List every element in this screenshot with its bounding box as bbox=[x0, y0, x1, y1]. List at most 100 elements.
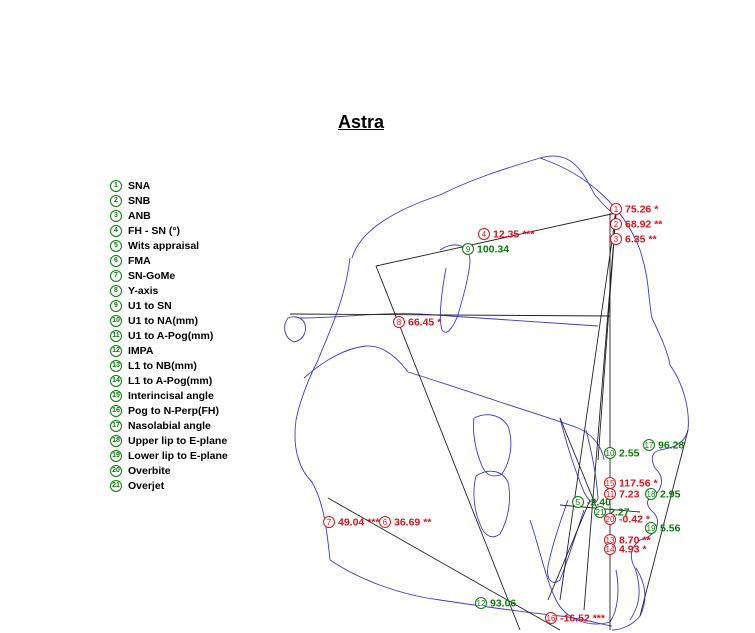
measurement-number-circle bbox=[604, 488, 616, 500]
measurement-number-circle bbox=[610, 233, 622, 245]
legend-label: U1 to SN bbox=[128, 299, 172, 312]
legend-item: 16 Pog to N-Perp(FH) bbox=[110, 403, 228, 418]
legend-item: 6 FMA bbox=[110, 253, 228, 268]
measurement-value: 68.92 ** bbox=[625, 219, 663, 231]
measurement-number: 19 bbox=[647, 524, 656, 533]
legend-number-badge: 1 bbox=[110, 179, 122, 192]
pterygoid-outline bbox=[303, 345, 409, 379]
upper-incisor bbox=[559, 417, 599, 504]
measurement-value: 12.35 *** bbox=[493, 229, 535, 241]
legend-item: 11 U1 to A-Pog(mm) bbox=[110, 328, 228, 343]
e-plane bbox=[639, 429, 689, 617]
legend-label: IMPA bbox=[128, 344, 154, 357]
measurement-number-circle bbox=[645, 522, 657, 534]
legend-label: Pog to N-Perp(FH) bbox=[128, 404, 219, 417]
legend-number-badge: 21 bbox=[110, 479, 122, 492]
legend-label: L1 to A-Pog(mm) bbox=[128, 374, 213, 387]
measurement-number: 13 bbox=[606, 536, 615, 545]
legend-number-badge: 9 bbox=[110, 299, 122, 312]
measurement-number: 4 bbox=[482, 230, 487, 239]
measurement-value: 2.55 bbox=[619, 448, 640, 460]
legend-number-badge: 6 bbox=[110, 254, 122, 267]
legend-label: Overbite bbox=[128, 464, 171, 477]
legend-number-badge: 2 bbox=[110, 194, 122, 207]
legend-number-badge: 5 bbox=[110, 239, 122, 252]
measurement-number-circle bbox=[594, 506, 606, 518]
measurement-number: 17 bbox=[645, 441, 654, 450]
measurement-number: 20 bbox=[606, 515, 615, 524]
nb-line bbox=[559, 212, 617, 601]
legend-label: Upper lip to E-plane bbox=[128, 434, 228, 447]
measurement-number-circle bbox=[604, 447, 616, 459]
measurement-number: 16 bbox=[547, 614, 556, 623]
measurement-number: 6 bbox=[383, 518, 388, 527]
legend-item: 19 Lower lip to E-plane bbox=[110, 448, 228, 463]
measurement-label: 20-0.42 * bbox=[604, 513, 651, 526]
measurement-label: 4 12.35 *** bbox=[478, 228, 535, 241]
measurement-value: -16.52 *** bbox=[560, 613, 606, 625]
measurement-number: 10 bbox=[606, 449, 615, 458]
legend-label: FH - SN (°) bbox=[128, 224, 181, 237]
measurement-number: 21 bbox=[596, 508, 605, 517]
measurement-number-circle bbox=[379, 516, 391, 528]
measurement-label: 14 4.93 * bbox=[604, 543, 647, 556]
measurement-value: 4.93 * bbox=[619, 544, 647, 556]
measurement-number: 14 bbox=[606, 545, 615, 554]
measurement-number: 3 bbox=[614, 235, 619, 244]
measurement-value: 36.69 ** bbox=[394, 517, 432, 529]
legend-number-badge: 11 bbox=[110, 329, 122, 342]
legend-number-badge: 3 bbox=[110, 209, 122, 222]
measurement-number-circle bbox=[572, 496, 584, 508]
legend-number-badge: 19 bbox=[110, 449, 122, 462]
measurement-number-circle bbox=[645, 488, 657, 500]
legend-item: 3 ANB bbox=[110, 208, 228, 223]
legend-label: Lower lip to E-plane bbox=[128, 449, 228, 462]
legend-number-badge: 16 bbox=[110, 404, 122, 417]
legend-item: 1 SNA bbox=[110, 178, 228, 193]
measurement-value: 75.26 * bbox=[625, 204, 659, 216]
lower-molar bbox=[473, 470, 511, 538]
legend-label: U1 to A-Pog(mm) bbox=[128, 329, 214, 342]
fh-line bbox=[289, 313, 611, 317]
legend-number-badge: 20 bbox=[110, 464, 122, 477]
measurement-label: 16 -16.52 *** bbox=[545, 612, 606, 625]
measurement-number-circle bbox=[610, 203, 622, 215]
measurement-number-circle bbox=[478, 228, 490, 240]
ramus-outline bbox=[294, 257, 351, 561]
legend-number-badge: 12 bbox=[110, 344, 122, 357]
orbit-outline bbox=[439, 244, 471, 333]
measurement-value: 66.45 * bbox=[408, 317, 442, 329]
measurement-value: 49.04 *** bbox=[338, 517, 380, 529]
legend-label: ANB bbox=[128, 209, 151, 222]
measurement-number-circle bbox=[604, 543, 616, 555]
measurement-number: 7 bbox=[327, 518, 332, 527]
legend-item: 9 U1 to SN bbox=[110, 298, 228, 313]
legend-label: U1 to NA(mm) bbox=[128, 314, 198, 327]
legend-label: SNA bbox=[128, 179, 151, 192]
legend-label: FMA bbox=[128, 254, 151, 267]
measurement-number: 18 bbox=[647, 490, 656, 499]
measurement-value: 6.35 ** bbox=[625, 234, 657, 246]
measurement-number-circle bbox=[323, 516, 335, 528]
maxilla-outline bbox=[407, 371, 605, 461]
legend-number-badge: 7 bbox=[110, 269, 122, 282]
